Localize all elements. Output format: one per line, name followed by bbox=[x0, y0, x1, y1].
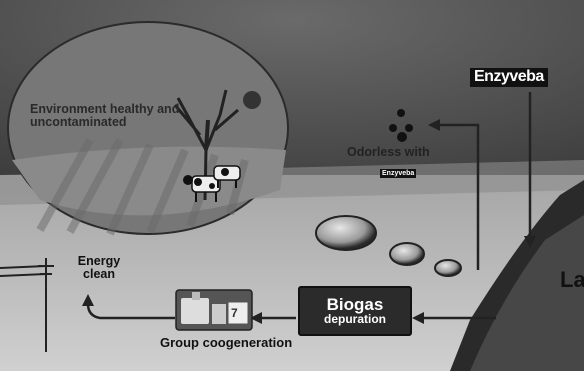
enzyveba-logo: Enzyveba bbox=[470, 68, 548, 87]
bubble-large bbox=[316, 216, 376, 250]
biogas-subtitle: depuration bbox=[324, 313, 386, 326]
enzyveba-logo-small: Enzyveba bbox=[380, 169, 416, 178]
biogas-depuration-box: Biogas depuration bbox=[298, 286, 412, 336]
landfill-label: La bbox=[560, 268, 584, 291]
bubble-small bbox=[435, 260, 461, 276]
generator-panel-number: 7 bbox=[231, 307, 238, 320]
group-coogeneration-label: Group coogeneration bbox=[160, 336, 292, 350]
biogas-title: Biogas bbox=[327, 296, 384, 313]
tree-foliage-blob bbox=[243, 91, 261, 109]
environment-label: Environment healthy and uncontaminated bbox=[30, 103, 180, 129]
odorless-label: Odorless with bbox=[347, 146, 430, 159]
energy-clean-label: Energy clean bbox=[64, 255, 134, 281]
generator-icon bbox=[176, 290, 252, 330]
bubble-medium bbox=[390, 243, 424, 265]
